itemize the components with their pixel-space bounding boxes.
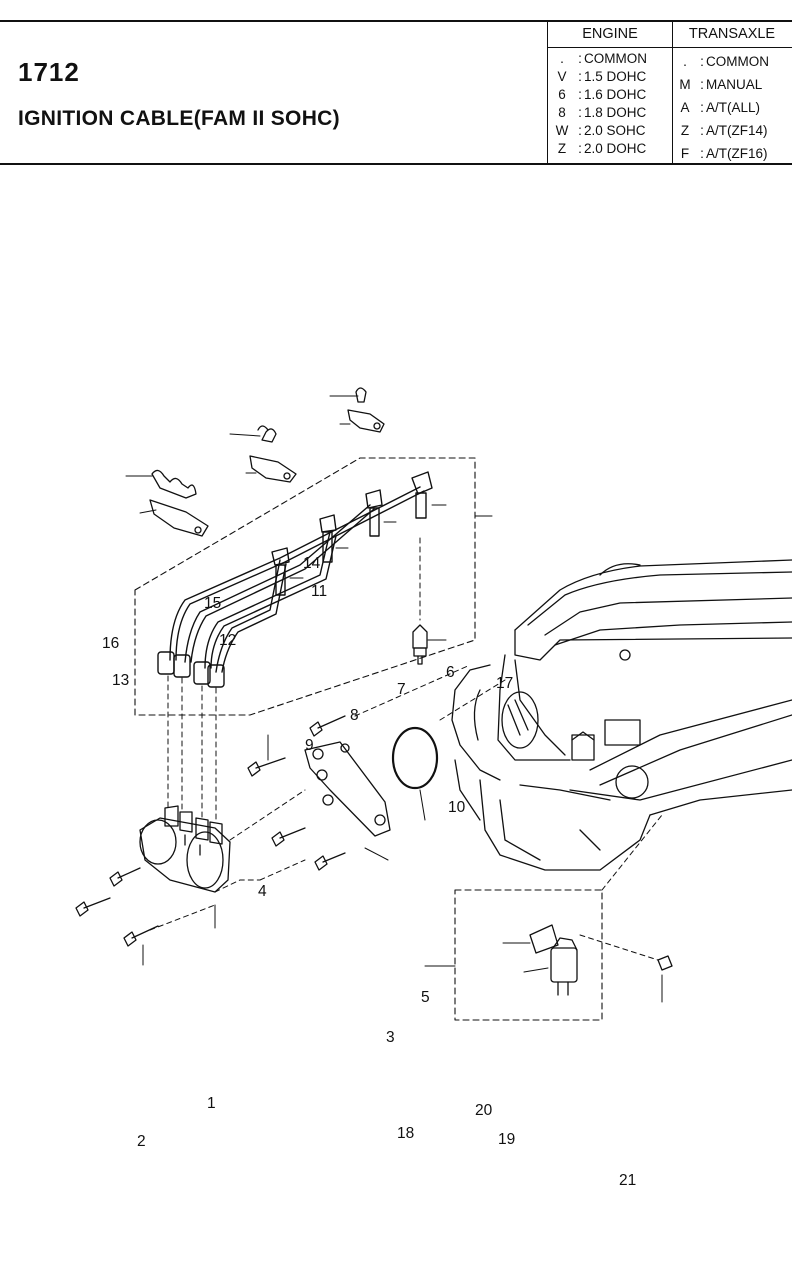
callout-18: 18 [397, 1125, 415, 1142]
transaxle-table-heading: TRANSAXLE [672, 22, 792, 48]
callout-19: 19 [498, 1131, 516, 1148]
engine-desc: 2.0 DOHC [584, 141, 647, 156]
transaxle-desc: COMMON [706, 54, 769, 69]
coil-bracket [304, 741, 391, 837]
engine-desc: 1.6 DOHC [584, 87, 647, 102]
engine-code: 6 [558, 87, 566, 102]
transaxle-desc: MANUAL [706, 77, 763, 92]
engine-code: W [555, 123, 569, 138]
transaxle-desc: A/T(ZF16) [706, 146, 768, 161]
transaxle-desc: A/T(ALL) [706, 100, 761, 115]
engine-desc: 2.0 SOHC [584, 123, 646, 138]
callout-13: 13 [112, 672, 130, 689]
transaxle-row: A:A/T(ALL) [672, 96, 792, 119]
transaxle-table: TRANSAXLE .:COMMON M:MANUAL A:A/T(ALL) Z… [672, 22, 792, 163]
transaxle-code: Z [680, 123, 690, 138]
transaxle-desc: A/T(ZF14) [706, 123, 768, 138]
engine-desc: 1.5 DOHC [584, 69, 647, 84]
spark-plug [412, 537, 428, 665]
engine-row: Z:2.0 DOHC [548, 140, 672, 158]
callout-14: 14 [303, 555, 321, 572]
part-number: 1712 [18, 57, 80, 87]
transaxle-code-list: .:COMMON M:MANUAL A:A/T(ALL) Z:A/T(ZF14)… [672, 48, 792, 165]
callout-9: 9 [305, 737, 314, 754]
callout-15: 15 [204, 595, 222, 612]
header-rule-top [0, 20, 792, 22]
ignition-coil [139, 805, 231, 893]
callout-17: 17 [496, 675, 514, 692]
transaxle-code: M [679, 77, 691, 92]
transaxle-row: Z:A/T(ZF14) [672, 119, 792, 142]
o-ring [391, 726, 439, 790]
engine-desc: COMMON [584, 51, 647, 66]
transaxle-code: A [680, 100, 690, 115]
applicability-tables: ENGINE .:COMMON V:1.5 DOHC 6:1.6 DOHC 8:… [547, 22, 792, 163]
engine-block [451, 559, 792, 871]
callout-6: 6 [446, 664, 455, 681]
part-title: IGNITION CABLE(FAM II SOHC) [18, 107, 340, 130]
brackets-and-clips [149, 387, 385, 537]
engine-table-heading: ENGINE [548, 22, 672, 48]
callout-12: 12 [219, 632, 237, 649]
engine-code: Z [557, 141, 567, 156]
callout-10: 10 [448, 799, 466, 816]
engine-code: 8 [558, 105, 566, 120]
header-rule-bottom [0, 163, 792, 165]
exploded-parts-diagram: 1 2 3 4 5 6 7 8 9 10 11 12 13 14 15 16 1… [0, 168, 792, 1267]
engine-code: V [557, 69, 567, 84]
callout-21: 21 [619, 1172, 637, 1189]
cable-set-boundary [134, 457, 476, 716]
engine-row: W:2.0 SOHC [548, 122, 672, 140]
callout-20: 20 [475, 1102, 493, 1119]
engine-row: 6:1.6 DOHC [548, 86, 672, 104]
callout-3: 3 [386, 1029, 395, 1046]
transaxle-row: .:COMMON [672, 50, 792, 73]
engine-row: V:1.5 DOHC [548, 68, 672, 86]
engine-row: 8:1.8 DOHC [548, 104, 672, 122]
engine-code: . [560, 51, 564, 66]
transaxle-code: F [680, 146, 690, 161]
diagram-drawing [75, 387, 792, 1021]
bolts [75, 715, 346, 947]
catalog-header: 1712 IGNITION CABLE(FAM II SOHC) ENGINE … [0, 0, 792, 168]
engine-row: .:COMMON [548, 50, 672, 68]
engine-code-list: .:COMMON V:1.5 DOHC 6:1.6 DOHC 8:1.8 DOH… [548, 48, 672, 158]
callout-11: 11 [311, 583, 328, 600]
callout-8: 8 [350, 707, 359, 724]
callout-5: 5 [421, 989, 430, 1006]
callout-7: 7 [397, 681, 406, 698]
callout-16: 16 [102, 635, 120, 652]
engine-desc: 1.8 DOHC [584, 105, 647, 120]
transaxle-row: F:A/T(ZF16) [672, 142, 792, 165]
ignition-cables [157, 471, 433, 688]
engine-table: ENGINE .:COMMON V:1.5 DOHC 6:1.6 DOHC 8:… [547, 22, 673, 163]
leader-lines [125, 395, 663, 1003]
callout-2: 2 [137, 1133, 146, 1150]
callout-4: 4 [258, 883, 267, 900]
transaxle-code: . [683, 54, 687, 69]
callout-1: 1 [207, 1095, 216, 1112]
sensor-group [454, 889, 673, 1021]
transaxle-row: M:MANUAL [672, 73, 792, 96]
